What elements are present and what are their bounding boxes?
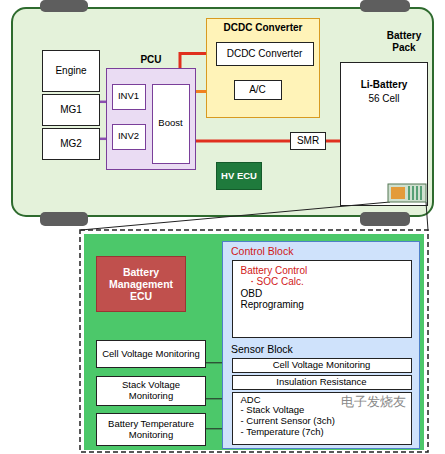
node-text: Insulation Resistance xyxy=(276,377,366,388)
node-text: - Current Sensor (3ch) xyxy=(241,416,336,427)
pcu-box: PCUINV1INV2Boost xyxy=(106,68,196,170)
motor-box: MG2 xyxy=(42,128,100,160)
node-text: INV1 xyxy=(118,91,139,102)
power-line xyxy=(326,140,340,143)
wheel xyxy=(360,0,410,12)
ecu-ground xyxy=(84,234,424,450)
node-text: MG2 xyxy=(60,138,82,150)
wheel xyxy=(40,0,88,12)
node-text: Boost xyxy=(158,118,182,129)
inverter-box: INV1 xyxy=(112,84,146,110)
monitor-box: Battery Temperature Monitoring xyxy=(96,413,206,446)
node-text: OBD xyxy=(241,288,263,300)
node-text: ・SOC Calc. xyxy=(241,276,304,288)
node-text: INV2 xyxy=(118,131,139,142)
wheel xyxy=(40,212,88,226)
battery-box: Li-Battery 56 Cell xyxy=(340,62,428,206)
power-line xyxy=(190,140,291,143)
node-text: DCDC Converter xyxy=(227,48,303,60)
ac-box: A/C xyxy=(234,80,282,100)
node-text: Battery Temperature Monitoring xyxy=(100,419,202,441)
watermark: 电子发烧友 xyxy=(330,395,416,410)
node-text: Cell Voltage Monitoring xyxy=(273,360,371,371)
monitor-box: Cell Voltage Monitoring xyxy=(96,340,206,368)
node-text: - Temperature (7ch) xyxy=(241,427,324,438)
dcdc-box: DCDC Converter xyxy=(216,42,314,66)
sensor-box: Cell Voltage Monitoring xyxy=(232,358,412,373)
part-label: Battery Pack xyxy=(376,30,432,53)
bm-ecu-box: Battery Management ECU xyxy=(96,256,186,312)
hv-ecu-box: HV ECU xyxy=(216,162,262,190)
battery-control-box: Battery Control・SOC Calc.OBDReprograming xyxy=(232,260,412,338)
node-text: Sensor Block xyxy=(231,343,293,355)
node-text: DCDC Converter xyxy=(207,22,319,34)
boost-box: Boost xyxy=(152,84,190,164)
node-text: Control Block xyxy=(231,245,293,257)
node-text: ADC xyxy=(241,395,261,406)
node-text: Reprograming xyxy=(241,299,304,311)
vehicle-body xyxy=(12,8,433,216)
inverter-box: INV2 xyxy=(112,124,146,150)
engine-box: Engine xyxy=(42,50,100,92)
node-text: MG1 xyxy=(60,104,82,116)
node-text: A/C xyxy=(249,84,266,96)
wheel xyxy=(360,212,410,226)
sensor-box: Insulation Resistance xyxy=(232,375,412,390)
control-block: Control BlockSensor Block Battery Control… xyxy=(222,241,420,449)
node-text: Cell Voltage Monitoring xyxy=(102,349,200,360)
zoom-leader-line xyxy=(81,202,390,230)
node-text: SMR xyxy=(297,135,319,147)
node-text: - Stack Voltage xyxy=(241,405,305,416)
monitor-box: Stack Voltage Monitoring xyxy=(96,376,206,406)
node-text: Li-Battery xyxy=(361,79,408,91)
zoom-leader-line xyxy=(426,202,428,230)
node-text: Stack Voltage Monitoring xyxy=(100,380,202,402)
smr-box: SMR xyxy=(290,132,326,150)
node-text: HV ECU xyxy=(221,171,257,182)
node-text: Battery Management ECU xyxy=(100,266,182,302)
dcdc-region: DCDC ConverterDCDC ConverterA/C xyxy=(206,18,320,118)
motor-box: MG1 xyxy=(42,94,100,126)
node-text: 56 Cell xyxy=(368,93,399,105)
node-text: PCU xyxy=(107,54,195,66)
node-text: Battery Control xyxy=(241,265,308,277)
node-text: Engine xyxy=(55,65,86,77)
zoom-frame xyxy=(80,230,428,452)
